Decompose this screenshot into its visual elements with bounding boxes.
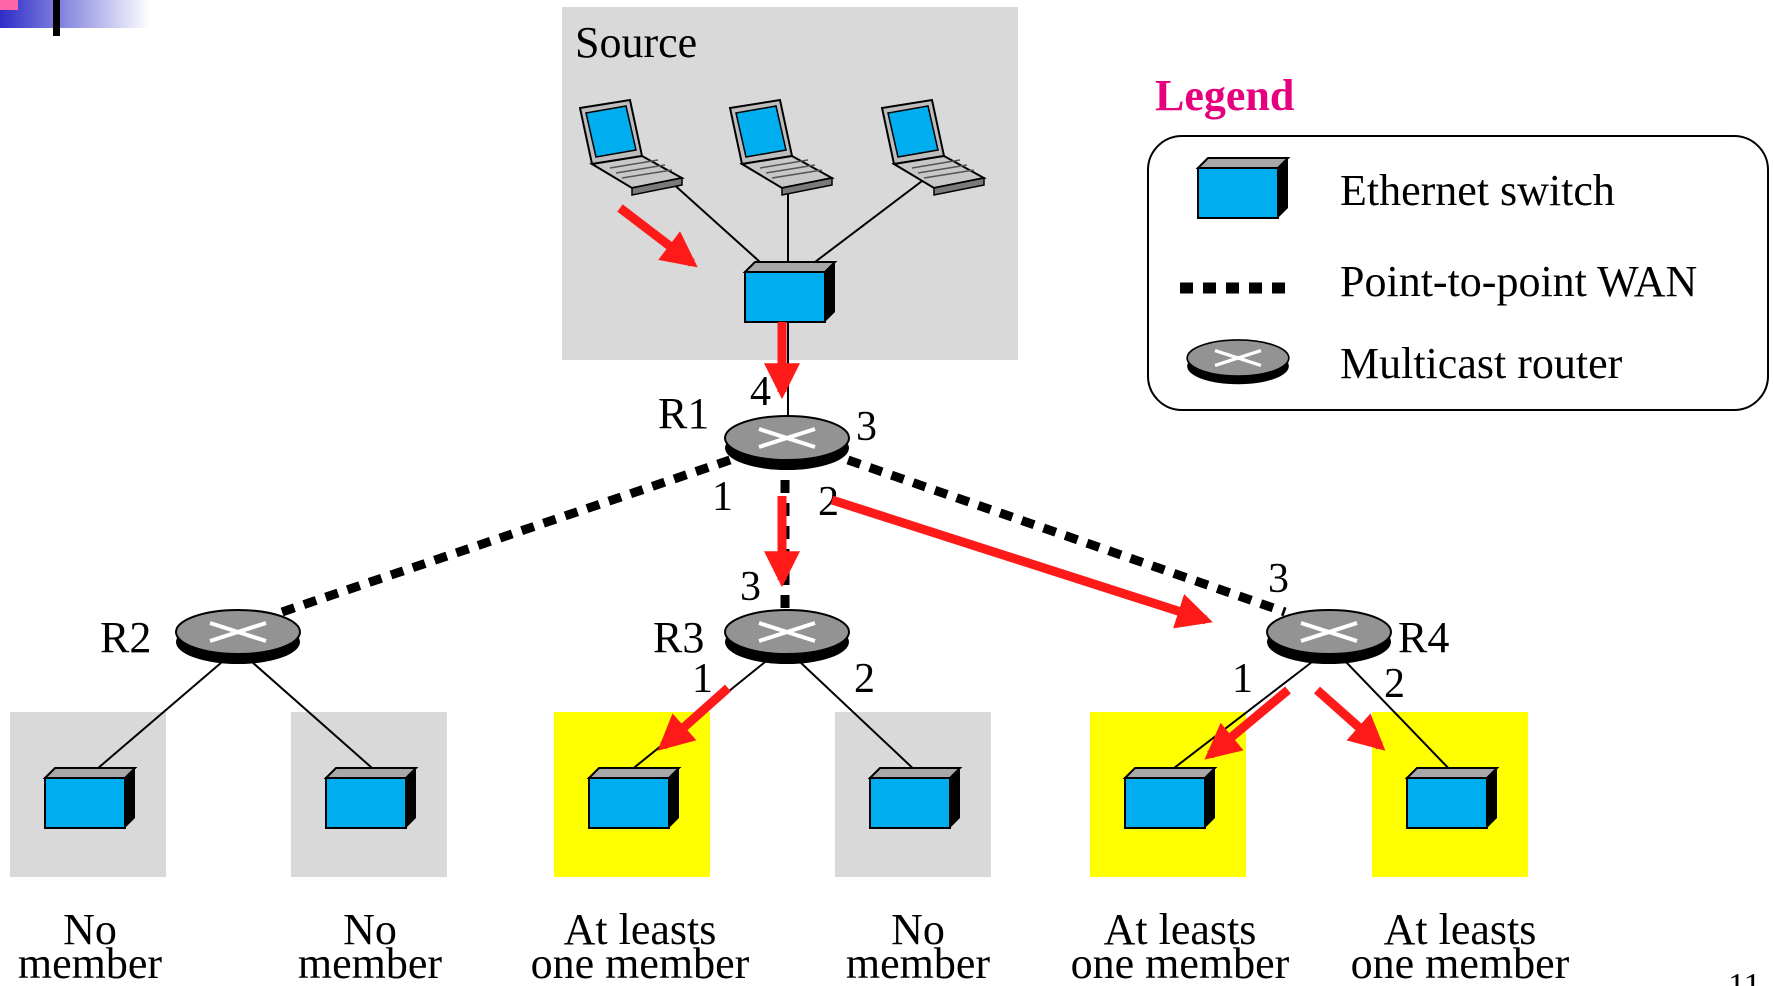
slide-corner-decoration — [0, 0, 150, 36]
legend-title: Legend — [1155, 71, 1294, 120]
router-r4-label: R4 — [1398, 613, 1449, 662]
ethernet-switch-icon — [1406, 767, 1498, 829]
lan-caption-3-line1: At leasts — [564, 905, 717, 954]
lan-caption-1-line2: member — [18, 939, 163, 986]
legend-router-icon — [1185, 338, 1291, 386]
legend-box — [1147, 135, 1769, 411]
ethernet-switch-icon — [44, 767, 136, 829]
lan-caption-3-line2: one member — [531, 939, 750, 986]
flow-arrow — [1314, 686, 1386, 751]
source-switch-icon — [744, 261, 836, 323]
ethernet-switch-icon — [1124, 767, 1216, 829]
flow-arrow — [617, 204, 698, 268]
router-r1-label: R1 — [658, 389, 709, 438]
router-r3-icon — [723, 608, 851, 666]
lan-caption-2-line1: No — [343, 905, 397, 954]
wan-links — [280, 455, 1287, 617]
r4-port-2: 2 — [1384, 661, 1405, 707]
ethernet-switch-icon — [588, 767, 680, 829]
source-label: Source — [575, 18, 697, 67]
ethernet-switch-icon — [869, 767, 961, 829]
lan-caption-6-line2: one member — [1351, 939, 1570, 986]
slide-number: 11 — [1728, 967, 1761, 986]
multicast-flow-arrows — [617, 204, 1386, 760]
lan-caption-5-line1: At leasts — [1104, 905, 1257, 954]
router-r4-icon — [1265, 608, 1393, 666]
lan-caption-4-line2: member — [846, 939, 991, 986]
router-r2-icon — [174, 608, 302, 666]
lan-caption-2-line2: member — [298, 939, 443, 986]
router-r2-label: R2 — [100, 613, 151, 662]
legend: Legend Ethernet switch Point-to-point WA… — [1147, 71, 1769, 411]
lan-caption-5-line2: one member — [1071, 939, 1290, 986]
flow-arrow — [1204, 686, 1291, 760]
legend-switch-icon — [1197, 157, 1289, 219]
r1-port-1: 1 — [712, 474, 733, 520]
ethernet-switch-icon — [325, 767, 417, 829]
r4-port-3: 3 — [1268, 556, 1289, 602]
lan-caption-1-line1: No — [63, 905, 117, 954]
lan-caption-6-line1: At leasts — [1384, 905, 1537, 954]
r4-port-1: 1 — [1232, 656, 1253, 702]
r3-port-3: 3 — [740, 564, 761, 610]
lan-caption-4-line1: No — [891, 905, 945, 954]
r1-port-3: 3 — [856, 404, 877, 450]
r3-port-2: 2 — [854, 656, 875, 702]
legend-item-router: Multicast router — [1340, 339, 1623, 388]
router-r3-label: R3 — [653, 613, 704, 662]
router-r1-icon — [723, 414, 851, 472]
flow-arrow — [830, 495, 1213, 629]
r1-port-2: 2 — [818, 479, 839, 525]
r3-port-1: 1 — [692, 656, 713, 702]
legend-item-wan: Point-to-point WAN — [1340, 257, 1697, 306]
flow-arrow — [657, 684, 731, 751]
lan-panels — [10, 712, 1528, 877]
legend-item-ethernet-switch: Ethernet switch — [1340, 166, 1615, 215]
r1-port-4: 4 — [750, 369, 771, 415]
